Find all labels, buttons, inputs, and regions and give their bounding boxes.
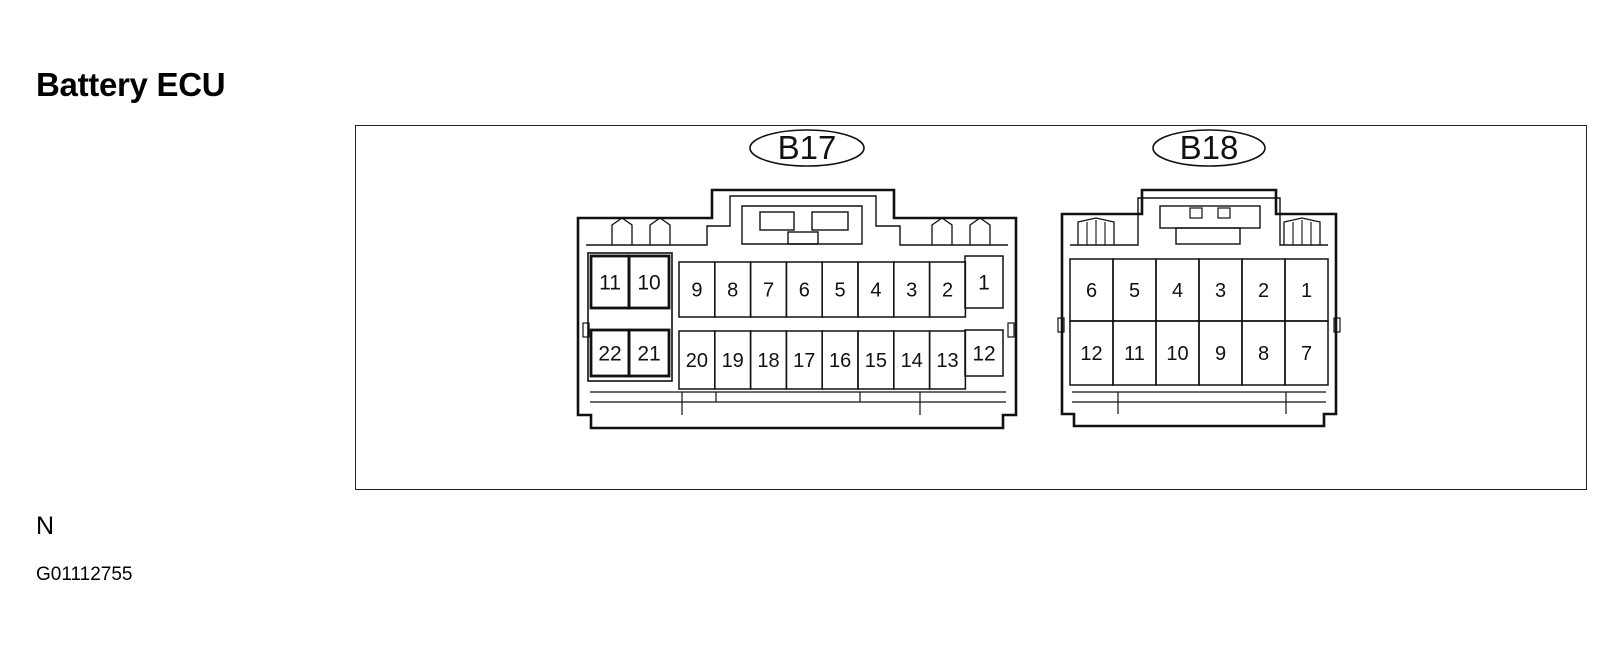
figure-code: G01112755 <box>36 564 133 585</box>
b17-pin-8-number: 8 <box>727 280 738 302</box>
b18-pin-5-number: 5 <box>1129 280 1140 302</box>
b18-pin-10-number: 10 <box>1166 343 1188 365</box>
b18-pin-7-cell <box>1284 320 1329 386</box>
b18-pin-8-number: 8 <box>1258 343 1269 365</box>
b17-label-ellipse <box>749 129 865 167</box>
b17-pin-10-number: 10 <box>637 272 660 295</box>
b17-pin-22-number: 22 <box>598 343 621 366</box>
b17-pin-7-number: 7 <box>763 280 774 302</box>
b18-pin-11-number: 11 <box>1124 343 1145 365</box>
view-label: N <box>36 512 55 540</box>
b17-pin-12-number: 12 <box>972 343 995 366</box>
b17-pin-21-cell <box>627 328 671 378</box>
b17-pin-14-number: 14 <box>901 350 923 372</box>
b17-pin-2-number: 2 <box>942 280 953 302</box>
b18-housing <box>1060 188 1338 428</box>
b18-pin-6-number: 6 <box>1086 280 1097 302</box>
b17-pin-15-number: 15 <box>865 350 887 372</box>
b17-pin-11-number: 11 <box>599 272 621 295</box>
b17-latch <box>741 205 863 245</box>
connector-b18: 6 5 4 3 2 1 12 11 10 9 8 7 B18 <box>1057 129 1341 428</box>
b18-pin-2-number: 2 <box>1258 280 1269 302</box>
b18-label-ellipse <box>1152 129 1266 167</box>
b17-label: B17 <box>778 129 837 166</box>
b17-pin-18-number: 18 <box>757 350 779 372</box>
b18-pin-3-number: 3 <box>1215 280 1226 302</box>
b17-pin-3-number: 3 <box>906 280 917 302</box>
b17-pin-1-number: 1 <box>978 272 990 295</box>
b17-pin-19-number: 19 <box>722 350 744 372</box>
b17-pin-9-number: 9 <box>691 280 702 302</box>
b17-pin-6-number: 6 <box>799 280 810 302</box>
b18-pin-12-number: 12 <box>1080 343 1102 365</box>
b18-pin-9-number: 9 <box>1215 343 1226 365</box>
b18-label: B18 <box>1180 129 1239 166</box>
b17-pin-1-cell <box>964 255 1004 309</box>
diagram-title: Battery ECU <box>36 66 226 103</box>
b17-pin-5-number: 5 <box>835 280 846 302</box>
b17-pin-10-cell <box>627 254 671 310</box>
b17-pin-4-number: 4 <box>870 280 881 302</box>
connector-panel <box>355 125 1587 490</box>
b17-pin-16-number: 16 <box>829 350 851 372</box>
b17-pin-12-cell <box>964 329 1004 377</box>
b17-left-cavity-block <box>587 252 673 382</box>
b17-pin-20-number: 20 <box>686 350 708 372</box>
b17-pin-17-number: 17 <box>793 350 815 372</box>
b18-pin-7-number: 7 <box>1301 343 1312 365</box>
b17-pin-21-number: 21 <box>637 343 660 366</box>
b18-pin-1-number: 1 <box>1301 280 1312 302</box>
b17-pin-13-number: 13 <box>936 350 958 372</box>
b18-pin-4-number: 4 <box>1172 280 1183 302</box>
b17-housing <box>576 188 1018 430</box>
